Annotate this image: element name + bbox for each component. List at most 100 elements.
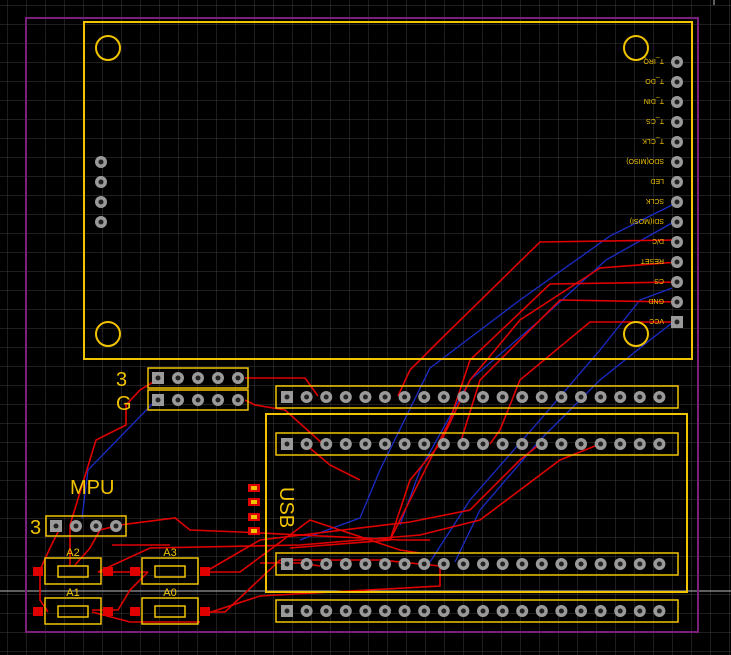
mpu-pad (90, 520, 102, 532)
mcu-pad (359, 558, 372, 570)
mcu-pad (516, 558, 529, 570)
display-module: T_IRQT_DOT_DINT_CST_CLKSDO(MISO)LEDSCLKS… (83, 21, 693, 360)
mpu-header-3-label: 3 (30, 517, 41, 539)
mcu-pad (594, 605, 607, 617)
mcu-pad (555, 558, 568, 570)
mcu-pad (437, 605, 450, 617)
mcu-pad (653, 391, 666, 403)
mcu-pad (281, 605, 293, 617)
button-label: A0 (163, 587, 176, 599)
display-pin-pad (671, 156, 683, 168)
mcu-pad (516, 391, 529, 403)
mcu-pad (398, 438, 411, 450)
mcu-pad (437, 558, 450, 570)
display-pin-label: SDI(MOSI) (630, 217, 664, 224)
mcu-pad (300, 391, 313, 403)
mcu-pad (633, 391, 646, 403)
mcu-pad (339, 605, 352, 617)
display-pin-label: D/C (652, 237, 664, 244)
mcu-pad (359, 391, 372, 403)
header-3-pad (172, 372, 184, 384)
header-g: G (116, 389, 249, 415)
button-pad (33, 567, 43, 576)
mcu-pad (418, 391, 431, 403)
mcu-pad (398, 391, 411, 403)
mcu-pad (496, 391, 509, 403)
display-pin-label: T_CLK (642, 137, 664, 144)
mcu-pad (575, 558, 587, 570)
display-pin-pad (671, 236, 683, 248)
mpu-header: MPU 3 (30, 477, 127, 539)
button-pad (200, 567, 210, 576)
mcu-pad (575, 391, 587, 403)
mcu-pad (496, 605, 509, 617)
mcu-pad (379, 438, 391, 450)
mcu-pad (457, 438, 470, 450)
mcu-pad (300, 558, 313, 570)
mcu-pad (281, 558, 293, 570)
mpu-pad (70, 520, 82, 532)
header-3-pad (152, 372, 164, 384)
button-label: A1 (66, 587, 79, 599)
mcu-pad (457, 558, 470, 570)
mcu-pad (379, 391, 391, 403)
mcu-pad (320, 605, 333, 617)
mcu-pad (516, 438, 529, 450)
mpu-label: MPU (70, 477, 114, 499)
header-3-label: 3 (116, 369, 127, 391)
header-3-pad (232, 372, 244, 384)
header-g-label: G (116, 393, 132, 415)
mcu-pad (437, 438, 450, 450)
button-a1: A1 (33, 587, 113, 625)
display-pin-label: RESET (640, 257, 664, 264)
mcu-pad (555, 605, 568, 617)
mcu-pad (653, 558, 666, 570)
mcu-pad (320, 438, 333, 450)
mcu-pad (339, 558, 352, 570)
mcu-pad (339, 391, 352, 403)
mcu-pad (477, 605, 489, 617)
mcu-pad (457, 391, 470, 403)
display-pin-label: CS (654, 277, 664, 284)
usb-mcu-board: USB (248, 385, 688, 623)
button-pad (103, 567, 113, 576)
mcu-pad (281, 391, 293, 403)
mcu-pad (614, 438, 627, 450)
mcu-pad (457, 605, 470, 617)
mcu-pad (575, 438, 587, 450)
header-3: 3 (116, 367, 249, 391)
mcu-pad (594, 391, 607, 403)
button-pad (130, 567, 140, 576)
mcu-pad (418, 605, 431, 617)
mcu-pad (535, 438, 548, 450)
header-g-pad (212, 394, 224, 406)
display-pin-pad (671, 216, 683, 228)
mcu-pad (653, 605, 666, 617)
mcu-pad (594, 438, 607, 450)
mcu-pad (300, 605, 313, 617)
mcu-pad (594, 558, 607, 570)
mcu-pad (575, 605, 587, 617)
display-pin-pad (671, 136, 683, 148)
display-pin-pad (671, 176, 683, 188)
header-g-pad (232, 394, 244, 406)
mount-hole-br (623, 321, 649, 347)
mcu-pad (359, 605, 372, 617)
display-pin-pad (671, 276, 683, 288)
mcu-pad (477, 558, 489, 570)
display-pin-pad (671, 196, 683, 208)
usb-connector-pads (248, 484, 260, 535)
mpu-pad (110, 520, 122, 532)
board-outline (25, 17, 699, 633)
mcu-pad (614, 605, 627, 617)
button-pad (130, 607, 140, 616)
button-a2: A2 (33, 547, 113, 585)
mcu-pad (496, 438, 509, 450)
mcu-pad (614, 558, 627, 570)
mcu-pad (477, 438, 489, 450)
mcu-pad (339, 438, 352, 450)
mcu-pad (398, 605, 411, 617)
mcu-pad (320, 391, 333, 403)
button-pad (33, 607, 43, 616)
